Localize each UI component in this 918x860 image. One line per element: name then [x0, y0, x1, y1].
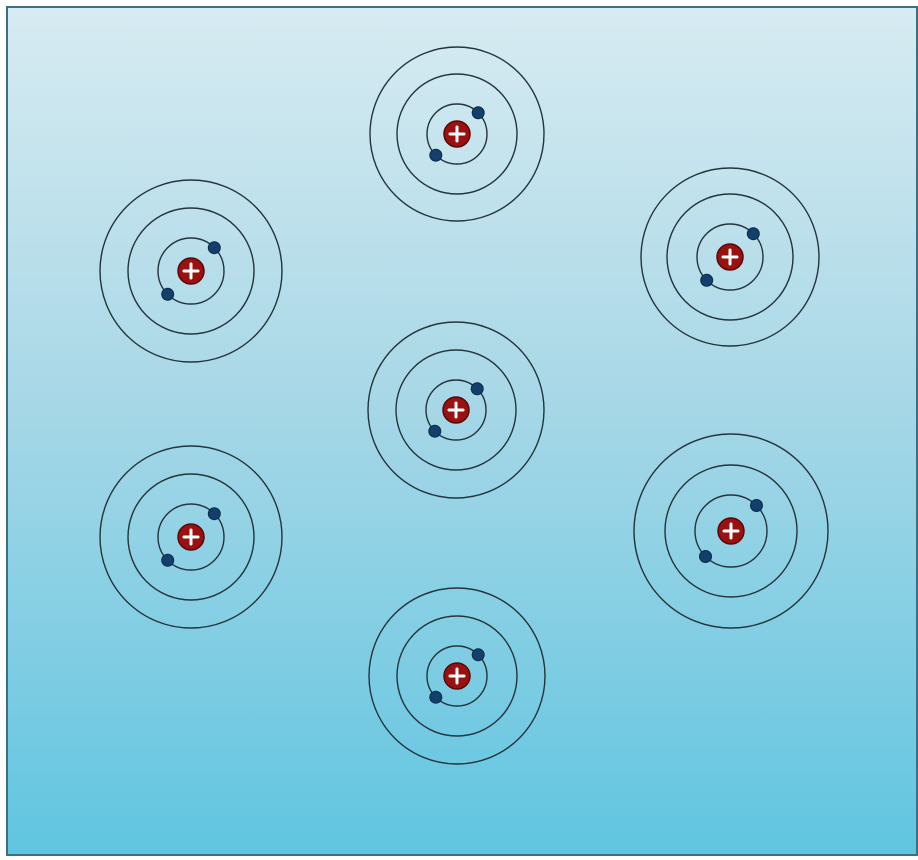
electron [472, 649, 484, 661]
electron [162, 554, 174, 566]
electron [162, 288, 174, 300]
atom-upper-right [641, 168, 819, 346]
atom-upper-left [100, 180, 282, 362]
electron [471, 383, 483, 395]
electron [430, 691, 442, 703]
electron [747, 228, 759, 240]
electron [701, 274, 713, 286]
electron [751, 500, 763, 512]
electron [472, 107, 484, 119]
atom-lower-left [100, 446, 282, 628]
electron [208, 508, 220, 520]
electron [430, 149, 442, 161]
electron [700, 551, 712, 563]
atom-lower-right [634, 434, 828, 628]
atom-bottom-center [369, 588, 545, 764]
atom-top-center [370, 47, 544, 221]
electron [429, 425, 441, 437]
electron [208, 242, 220, 254]
atom-middle-center [368, 322, 544, 498]
